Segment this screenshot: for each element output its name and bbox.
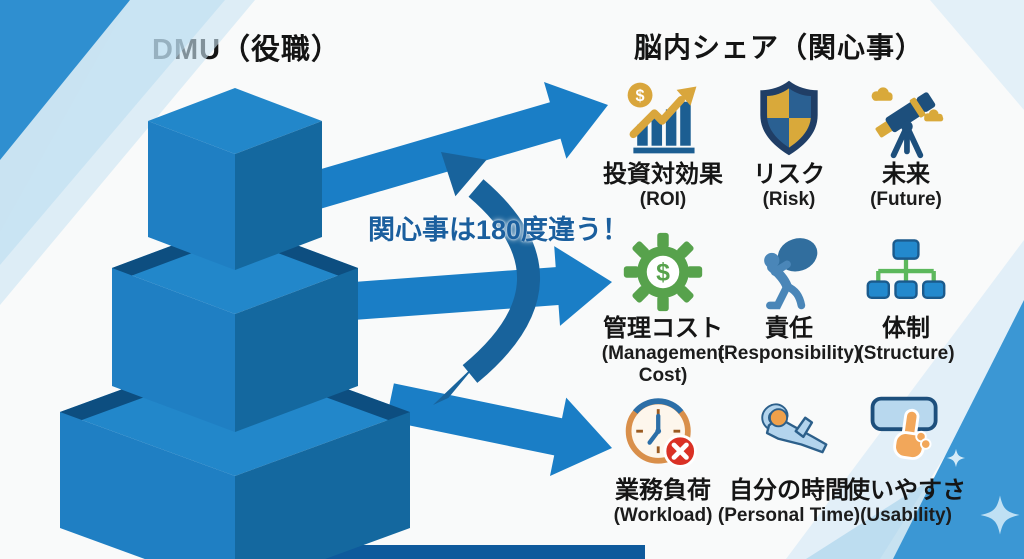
concern-label-en: (ROI) — [639, 189, 687, 211]
svg-text:$: $ — [656, 260, 670, 287]
concern-label-en: (Structure) — [857, 343, 955, 365]
concern-label-jp: リスク — [753, 161, 825, 188]
telescope-icon — [831, 76, 981, 160]
button-press-icon — [831, 392, 981, 476]
pyramid-label-president-en: (President) — [182, 188, 288, 210]
pyramid-label-staff-en: (Staff) — [206, 464, 264, 486]
concern-label-en: (Management Cost) — [601, 343, 725, 387]
concern-workload: 業務負荷 (Workload) — [588, 392, 738, 527]
concern-label-jp: 管理コスト — [603, 315, 723, 342]
contrast-arrow-head-up-icon — [441, 152, 487, 197]
shield-icon — [714, 76, 864, 160]
arrow-staff-icon — [386, 383, 612, 476]
contrast-arrow-head-down-icon — [433, 360, 480, 405]
concern-label-jp: 使いやすさ — [846, 477, 966, 504]
concern-label-en: (Workload) — [613, 505, 713, 527]
concern-label-en: (Risk) — [762, 189, 816, 211]
pyramid-label-president-jp: 社長 — [204, 156, 266, 191]
concern-structure: 体制 (Structure) — [831, 230, 981, 365]
pyramid-label-manager-jp: 部長 — [204, 290, 266, 325]
concern-future: 未来 (Future) — [831, 76, 981, 211]
corner-triangle — [0, 0, 130, 160]
concern-label-en: (Future) — [870, 189, 942, 211]
gear-dollar-icon: $ — [588, 230, 738, 314]
roi-chart-icon: $ — [588, 76, 738, 160]
right-section-title: 脳内シェア（関心事） — [634, 32, 925, 63]
concern-label-jp: 業務負荷 — [615, 477, 711, 504]
pyramid-label-manager-en: (Manager) — [187, 322, 283, 344]
svg-text:$: $ — [636, 87, 645, 105]
left-section-title: DMU（役職） — [152, 34, 342, 66]
concern-label-jp: 未来 — [882, 161, 930, 188]
concern-management-cost: $ 管理コスト (Management Cost) — [588, 230, 738, 387]
concern-label-jp: 体制 — [882, 315, 930, 342]
sparkle-icon — [980, 495, 1020, 535]
clock-x-icon — [588, 392, 738, 476]
concern-label-jp: 投資対効果 — [603, 161, 723, 188]
concern-label-en: (Usability) — [860, 505, 952, 527]
concern-usability: 使いやすさ (Usability) — [831, 392, 981, 527]
org-chart-icon — [831, 230, 981, 314]
concern-roi: $ 投資対効果 (ROI) — [588, 76, 738, 211]
pyramid-base-shadow — [300, 545, 645, 559]
pyramid-label-staff-jp: 担当者 — [188, 432, 282, 467]
concern-risk: リスク (Risk) — [714, 76, 864, 211]
arrow-manager-icon — [338, 246, 612, 326]
